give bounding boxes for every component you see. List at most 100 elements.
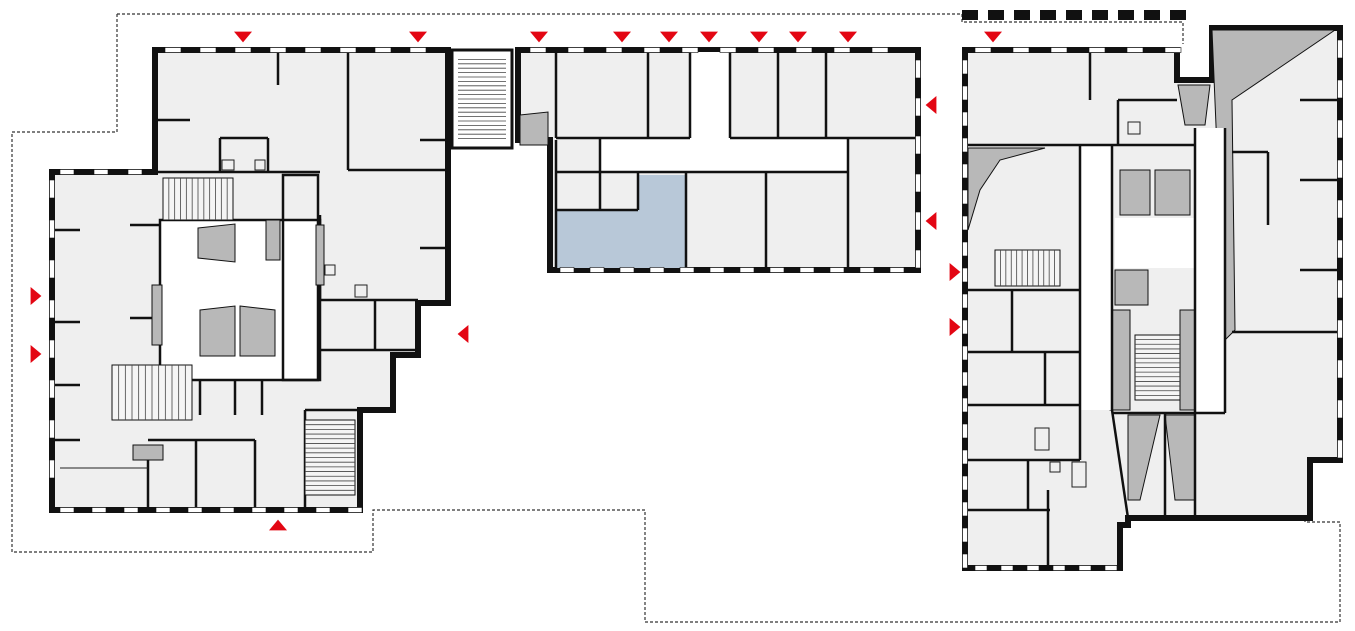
window — [529, 47, 547, 53]
window — [719, 47, 737, 53]
window — [339, 47, 357, 53]
window — [739, 267, 755, 273]
corridor — [1080, 145, 1112, 410]
window — [962, 215, 968, 231]
window — [799, 267, 815, 273]
entrance-arrow-icon — [409, 31, 427, 43]
window — [49, 339, 55, 359]
window — [1337, 319, 1343, 339]
window — [1337, 359, 1343, 379]
window — [374, 47, 392, 53]
corridor — [1195, 128, 1225, 413]
elevator-core-icon — [967, 147, 1046, 231]
window — [164, 47, 182, 53]
corridor — [690, 52, 730, 140]
window — [1052, 565, 1066, 571]
bathroom-fixture-icon — [1127, 121, 1141, 135]
window — [962, 85, 968, 101]
entrance-arrow-icon — [30, 345, 42, 363]
window — [49, 459, 55, 479]
window — [915, 211, 921, 231]
entrance-arrow-icon — [530, 31, 548, 43]
stair-icon — [162, 177, 234, 221]
window — [1337, 239, 1343, 259]
window — [567, 47, 585, 53]
entrance-arrow-icon — [839, 31, 857, 43]
window — [962, 293, 968, 309]
window — [643, 47, 661, 53]
window — [251, 507, 267, 513]
bathroom-fixture-icon — [221, 159, 235, 171]
window — [915, 249, 921, 269]
window — [49, 379, 55, 399]
bathroom-fixture-icon — [1034, 427, 1050, 451]
window — [1050, 47, 1068, 53]
entrance-arrow-icon — [700, 31, 718, 43]
elevator-core-icon — [239, 305, 276, 357]
window — [283, 507, 299, 513]
entrance-arrow-icon — [949, 318, 961, 336]
central-building-outline — [515, 47, 921, 273]
window — [962, 449, 968, 465]
window — [974, 47, 992, 53]
elevator-core-icon — [1119, 169, 1151, 216]
parapet-block — [1092, 10, 1108, 20]
window — [871, 47, 889, 53]
window — [962, 267, 968, 283]
elevator-core-icon — [199, 305, 236, 357]
entrance-arrow-icon — [949, 263, 961, 281]
selected-apartment[interactable] — [556, 210, 686, 268]
window — [915, 97, 921, 117]
east-building-outline — [962, 25, 1343, 571]
north-stairwell — [450, 48, 514, 150]
partition-wall — [1110, 409, 1130, 519]
entrance-arrow-icon — [925, 212, 937, 230]
window — [559, 267, 575, 273]
window — [127, 169, 143, 175]
window — [962, 371, 968, 387]
window — [962, 397, 968, 413]
window — [1337, 399, 1343, 419]
window — [605, 47, 623, 53]
window — [769, 267, 785, 273]
parapet-block — [1118, 10, 1134, 20]
window — [962, 319, 968, 335]
window — [1337, 119, 1343, 139]
entrance-markers — [30, 31, 1002, 531]
window — [1164, 47, 1182, 53]
entrance-arrow-icon — [789, 31, 807, 43]
central-building — [515, 47, 921, 273]
window — [619, 267, 635, 273]
entrance-arrow-icon — [30, 287, 42, 305]
window — [795, 47, 813, 53]
window — [974, 565, 988, 571]
window — [269, 47, 287, 53]
window — [1088, 47, 1106, 53]
window — [962, 553, 968, 569]
window — [49, 179, 55, 199]
window — [1026, 565, 1040, 571]
window — [962, 345, 968, 361]
elevator-core-icon — [519, 111, 549, 146]
window — [304, 47, 322, 53]
window — [219, 507, 235, 513]
west-building-outline — [49, 47, 451, 513]
elevator-core-icon — [1114, 269, 1149, 306]
window — [49, 219, 55, 239]
elevator-core-icon — [315, 224, 325, 286]
elevator-core-icon — [132, 444, 164, 461]
window — [915, 173, 921, 193]
window — [1337, 279, 1343, 299]
corridor — [1115, 218, 1195, 268]
window — [59, 169, 75, 175]
window — [962, 189, 968, 205]
entrance-arrow-icon — [984, 31, 1002, 43]
window — [679, 267, 695, 273]
corridor — [600, 138, 848, 172]
window — [962, 111, 968, 127]
window — [49, 299, 55, 319]
window — [915, 59, 921, 79]
parapet-block — [1170, 10, 1186, 20]
window — [1126, 47, 1144, 53]
